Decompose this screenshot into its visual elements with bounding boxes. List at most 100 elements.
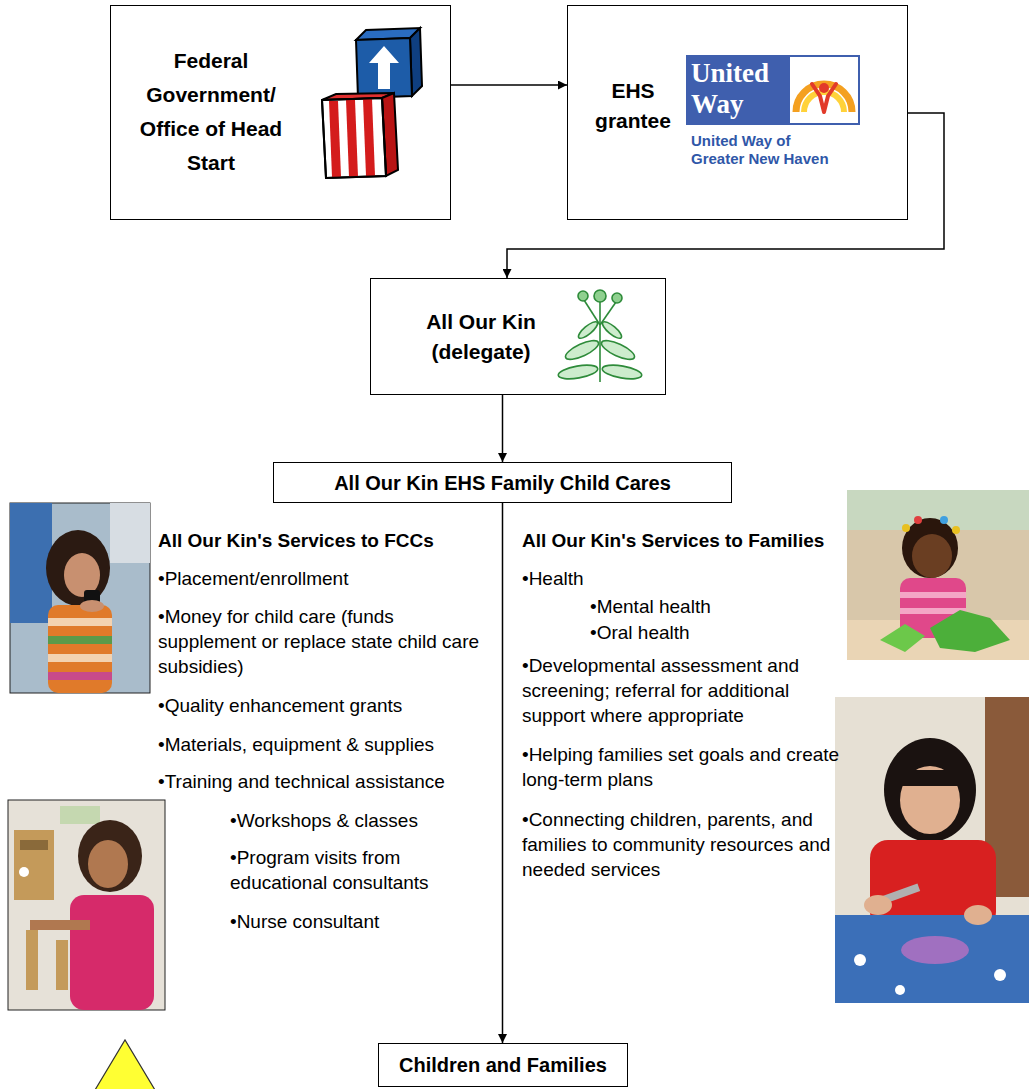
node-text: All Our Kin (delegate) [411, 307, 551, 367]
service-list: All Our Kin's Services to Families •Healt… [522, 528, 840, 882]
photo [864, 895, 892, 915]
node-text: All Our Kin EHS Family Child Cares [334, 471, 671, 495]
photo [930, 610, 1010, 652]
service-item: •Money for child care (funds supplement … [158, 604, 496, 679]
photo [10, 503, 150, 693]
photo [912, 534, 952, 578]
node-text: EHS grantee [585, 76, 681, 136]
photo [835, 915, 1029, 1003]
united-way-logo [812, 84, 836, 112]
blocks-logo [346, 100, 358, 177]
photo [10, 503, 150, 693]
service-item: •Oral health [522, 620, 840, 645]
photo [20, 840, 48, 850]
service-item: •Quality enhancement grants [158, 693, 496, 718]
photo [940, 516, 948, 524]
photo [847, 490, 1029, 660]
photo [48, 605, 112, 693]
node-text: Children and Families [399, 1053, 607, 1077]
photo [884, 738, 976, 842]
plant-logo [600, 302, 616, 325]
photo [835, 697, 1029, 1003]
blocks-logo [322, 98, 386, 178]
plant-logo [612, 293, 622, 303]
node-text: United Way of Greater New Haven [691, 132, 841, 168]
photo [880, 624, 925, 652]
plant-logo [601, 363, 642, 382]
service-item: •Helping families set goals and create l… [522, 742, 840, 792]
united-way-logo [686, 55, 860, 125]
flow-arrow [502, 503, 504, 1043]
photo [8, 800, 165, 1010]
photo [914, 516, 922, 524]
plant-logo [563, 337, 601, 363]
photo [895, 985, 905, 995]
photo [70, 895, 154, 1010]
photo [56, 940, 68, 990]
blocks-logo [356, 38, 412, 98]
photo [902, 518, 958, 578]
united-way-logo [796, 84, 852, 112]
photo [835, 697, 1029, 1003]
blocks-logo [363, 99, 375, 176]
flow-arrow [451, 84, 567, 86]
photo [48, 672, 112, 680]
united-way-logo [819, 83, 829, 93]
warning-triangle [95, 1040, 155, 1089]
photo [60, 806, 100, 824]
photo [890, 770, 970, 786]
service-item: •Nurse consultant [158, 909, 496, 934]
process-box: Federal Government/ Office of Head Start [110, 5, 451, 220]
flow-arrow [502, 395, 504, 462]
service-heading: All Our Kin's Services to FCCs [158, 528, 496, 553]
photo [10, 503, 52, 623]
plant-logo [599, 302, 601, 382]
photo [902, 524, 910, 532]
blocks-logo [369, 46, 399, 89]
service-item: •Placement/enrollment [158, 566, 496, 591]
service-item: •Mental health [522, 594, 840, 619]
service-list: All Our Kin's Services to FCCs •Placement… [158, 528, 496, 934]
photo [964, 905, 992, 925]
photo [900, 592, 966, 598]
photo [88, 840, 128, 888]
plant-logo [599, 337, 637, 363]
service-item: •Workshops & classes [158, 808, 496, 833]
process-box: All Our Kin (delegate) [370, 278, 666, 395]
blocks-logo [329, 101, 341, 177]
photo [26, 930, 38, 990]
blocks-logo [322, 98, 386, 178]
process-box: Children and Families [378, 1043, 628, 1087]
photo [994, 969, 1006, 981]
photo [46, 530, 110, 606]
photo [901, 936, 969, 964]
service-item: •Materials, equipment & supplies [158, 732, 496, 757]
service-item: •Connecting children, parents, and famil… [522, 807, 840, 882]
photo [48, 636, 112, 644]
photo [80, 600, 104, 612]
plant-logo [600, 319, 624, 341]
service-item: •Program visits from educational consult… [158, 845, 496, 895]
photo [854, 954, 866, 966]
photo [78, 820, 142, 892]
photo [110, 503, 150, 563]
service-item: •Developmental assessment and screening;… [522, 653, 840, 728]
photo [19, 867, 29, 877]
photo [847, 490, 1029, 660]
service-heading: All Our Kin's Services to Families [522, 528, 840, 553]
plant-logo [576, 319, 600, 341]
blocks-logo [322, 28, 422, 178]
process-box: EHS granteeUnited WayUnited Way of Great… [567, 5, 908, 220]
plant-logo [557, 363, 598, 382]
service-item: •Health [522, 566, 840, 591]
process-box: All Our Kin EHS Family Child Cares [273, 462, 732, 503]
plant-logo [594, 290, 606, 302]
node-text: Federal Government/ Office of Head Start [125, 44, 297, 180]
plant-logo [578, 291, 588, 301]
plant-logo [557, 290, 642, 382]
flow-arrow [507, 113, 944, 278]
photo [48, 654, 112, 662]
